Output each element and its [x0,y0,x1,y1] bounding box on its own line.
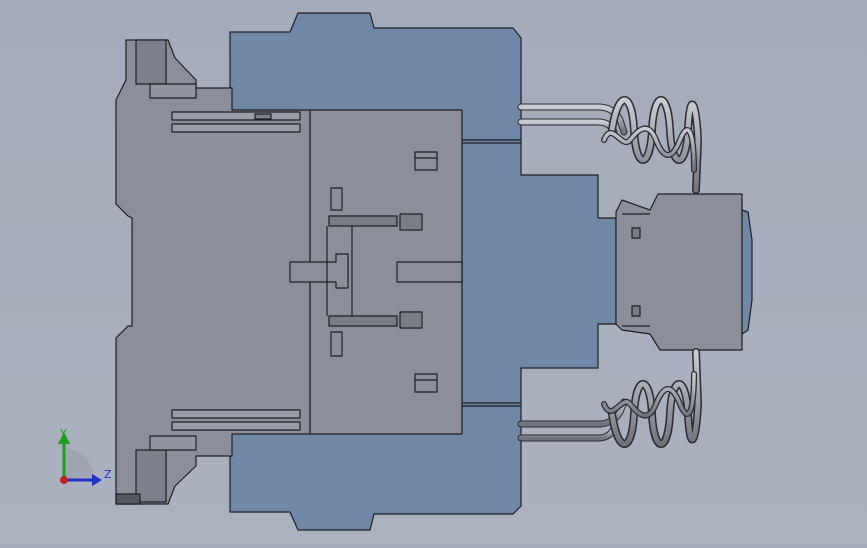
coil-terminal-top [631,227,641,239]
contact-bar-bottom [328,315,398,327]
rail-top-b [171,123,301,133]
triad-arc [64,448,94,480]
actuator-track [396,261,463,283]
rail-bottom-a [171,409,301,419]
clip-foot [115,493,141,505]
contact-bar-top [328,215,398,227]
contact-tab-bottom [330,331,343,357]
wire-bundle-top [517,96,703,194]
coil-cap [741,209,753,335]
coil-module [615,193,743,351]
y-axis-label: Y [59,427,67,440]
y-axis-arrow [58,432,70,444]
origin-dot [60,476,68,484]
coordinate-triad: Y Z [58,427,112,486]
clip-bottom-step [149,435,197,451]
indicator-window-bottom [414,373,438,393]
contact-block-top [399,213,423,231]
z-axis-arrow [92,474,102,486]
z-axis-label: Z [104,468,112,481]
contact-block-bottom [399,311,423,329]
coil-terminal-bottom [631,305,641,317]
actuator-slider [289,253,349,289]
blue-center-body [461,139,617,407]
indicator-window-top [414,151,438,171]
contact-tab-top [330,187,343,211]
clip-top-step [149,83,197,99]
rail-top-slot [254,113,272,120]
blue-housing-bottom [229,405,522,531]
wire-bundle-bottom [517,348,703,448]
clip-top-latch [135,39,167,85]
rail-top-a [171,111,301,121]
mounting-clip-body [115,39,311,505]
rail-bottom-b [171,421,301,431]
